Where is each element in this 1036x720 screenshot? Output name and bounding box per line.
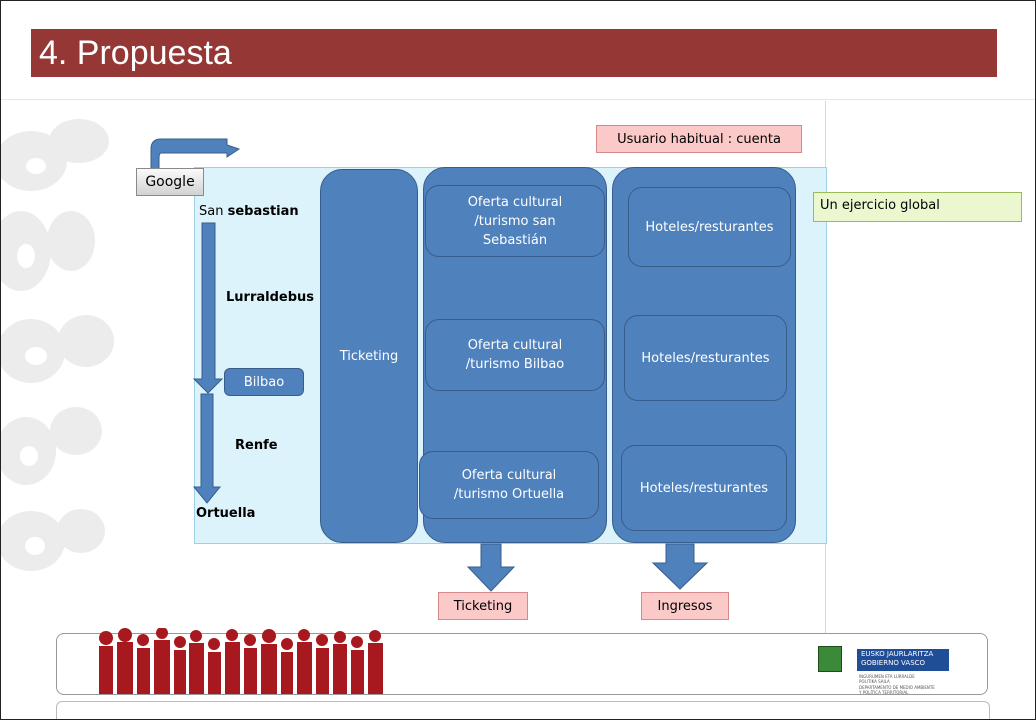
- usuario-habitual-box: Usuario habitual : cuenta: [596, 125, 802, 153]
- logo-dept4: Y POLÍTICA TERRITORIAL: [859, 690, 909, 695]
- logo-dept3: DEPARTAMENTO DE MEDIO AMBIENTE: [859, 685, 935, 690]
- logo-line1: EUSKO JAURLARITZA: [861, 650, 934, 658]
- hotels-box-1: Hoteles/resturantes: [628, 187, 791, 267]
- arrow-down-ingresos-icon: [651, 543, 709, 590]
- cultural-offer-bilbao: Oferta cultural /turismo Bilbao: [425, 319, 605, 391]
- basque-government-emblem-icon: [818, 646, 842, 672]
- cultural-offer-san-sebastian: Oferta cultural /turismo san Sebastián: [425, 185, 605, 257]
- ticketing-output-box: Ticketing: [438, 592, 528, 620]
- logo-line2: GOBIERNO VASCO: [861, 659, 926, 667]
- basque-government-logo: EUSKO JAURLARITZA GOBIERNO VASCO: [857, 649, 949, 671]
- arrow-down-bilbao-icon: [192, 222, 224, 394]
- route-start-label: San sebastian: [199, 204, 299, 219]
- arrow-down-ortuella-icon: [192, 393, 222, 504]
- route-bus-label: Lurraldebus: [226, 290, 315, 305]
- google-button: Google: [136, 168, 204, 196]
- title-divider: [1, 99, 1035, 100]
- slide-title: 4. Propuesta: [39, 34, 232, 72]
- hotels-box-2: Hoteles/resturantes: [624, 315, 787, 401]
- route-start-prefix: San: [199, 204, 228, 219]
- ticketing-column: Ticketing: [320, 169, 418, 543]
- bilbao-box: Bilbao: [224, 368, 304, 396]
- footer-bottom-frame: [56, 701, 990, 719]
- note-box: Un ejercicio global: [813, 192, 1022, 222]
- route-start-city: sebastian: [227, 204, 299, 219]
- logo-dept2: POLITIKA SAILA: [859, 679, 890, 684]
- logo-dept1: INGURUMEN ETA LURRALDE: [859, 674, 915, 679]
- people-silhouettes-icon: [99, 628, 383, 694]
- cultural-offer-ortuella: Oferta cultural /turismo Ortuella: [419, 451, 599, 519]
- tree-watermark-icon: [1, 119, 114, 571]
- hotels-box-3: Hoteles/resturantes: [621, 445, 787, 531]
- ingresos-output-box: Ingresos: [641, 592, 729, 620]
- arrow-down-ticketing-icon: [466, 543, 516, 592]
- google-curved-arrow-icon: [150, 138, 241, 170]
- title-bar: 4. Propuesta: [31, 29, 997, 77]
- route-train-label: Renfe: [235, 438, 278, 453]
- route-end-label: Ortuella: [196, 506, 256, 521]
